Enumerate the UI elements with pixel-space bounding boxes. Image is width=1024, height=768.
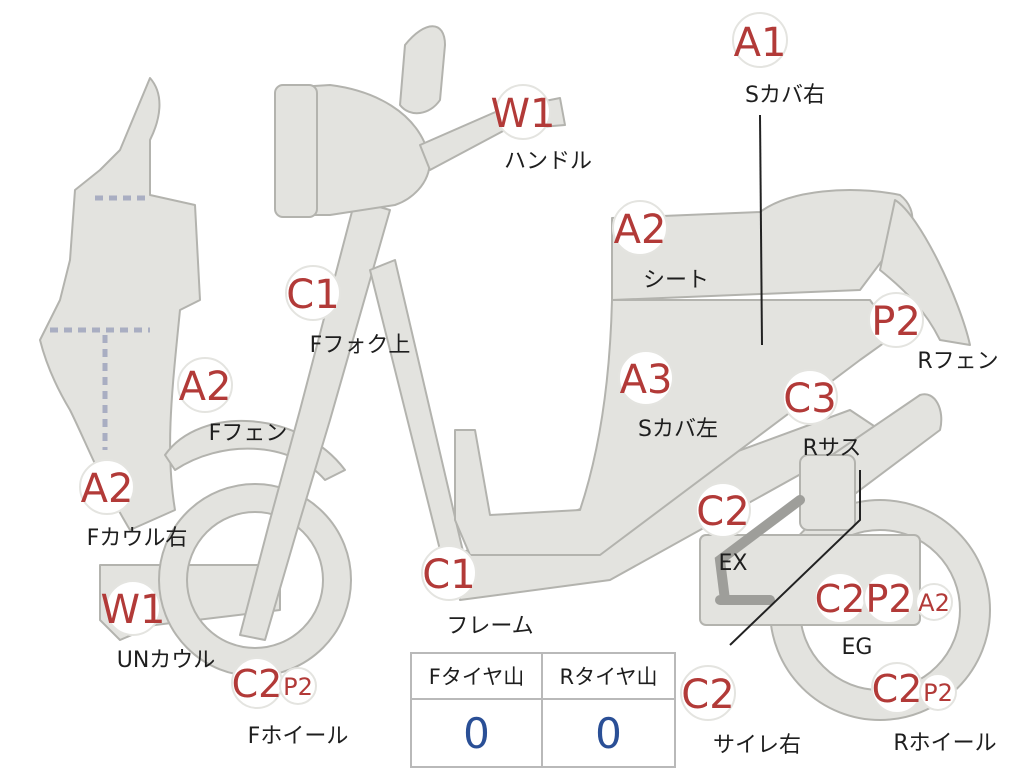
badge-c3-rsus[interactable]: C3 <box>782 369 838 425</box>
svg-text:P2: P2 <box>923 679 953 707</box>
badge-a3-cover-left[interactable]: A3 <box>618 350 674 406</box>
label-c2-fwheel: Fホイール <box>248 724 349 749</box>
badge-c2-silencer[interactable]: C2 <box>680 665 736 721</box>
svg-text:A2: A2 <box>179 364 232 410</box>
label-a2-ffender: Fフェン <box>209 421 288 446</box>
svg-text:A2: A2 <box>918 589 950 617</box>
leader-line <box>759 114 763 346</box>
label-a2-seat: シート <box>643 268 709 293</box>
svg-text:W1: W1 <box>101 587 166 633</box>
badge-p2-fwheel[interactable]: P2 <box>279 667 317 705</box>
front-tread-header: Fタイヤ山 <box>412 654 543 700</box>
badge-a2-seat[interactable]: A2 <box>612 200 668 256</box>
windscreen-shape <box>399 25 446 115</box>
badge-c1-fork[interactable]: C1 <box>285 265 341 321</box>
frame-down-tube-shape <box>369 259 466 571</box>
badge-a2-fcowl-right[interactable]: A2 <box>79 459 135 515</box>
svg-text:C2: C2 <box>681 672 734 718</box>
label-c1-frame: フレーム <box>446 614 533 639</box>
badge-c1-frame[interactable]: C1 <box>421 545 477 601</box>
svg-text:P2: P2 <box>283 673 313 701</box>
label-c3-rsus: Rサス <box>803 436 862 461</box>
svg-text:C1: C1 <box>286 272 339 318</box>
badge-a1-top[interactable]: A1 <box>732 12 788 68</box>
front-tread-value[interactable]: 0 <box>412 700 543 766</box>
svg-text:W1: W1 <box>491 91 556 137</box>
exhaust-pipe-shape <box>714 495 805 605</box>
label-w1-undercowl: UNカウル <box>117 648 216 673</box>
svg-text:C2: C2 <box>232 662 283 706</box>
label-c2-silencer: サイレ右 <box>713 733 801 758</box>
label-a1-top: Sカバ右 <box>745 83 825 108</box>
badge-p2-eg[interactable]: P2 <box>863 572 915 624</box>
badge-w1-undercowl[interactable]: W1 <box>101 580 166 636</box>
svg-text:A3: A3 <box>620 357 673 403</box>
label-c2-rwheel: Rホイール <box>893 731 996 756</box>
rear-fender-shape <box>879 199 971 346</box>
badge-c2-fwheel[interactable]: C2 <box>231 657 283 709</box>
svg-text:C3: C3 <box>783 376 836 422</box>
badge-c2-ex[interactable]: C2 <box>695 482 751 538</box>
leader-line <box>729 470 861 646</box>
svg-text:C2: C2 <box>696 489 749 535</box>
svg-text:P2: P2 <box>865 577 912 621</box>
label-c2-eg: EG <box>842 635 873 660</box>
svg-text:P2: P2 <box>871 299 921 345</box>
badge-a2-ffender[interactable]: A2 <box>177 357 233 413</box>
rear-suspension-shape <box>799 454 856 531</box>
svg-text:C1: C1 <box>422 552 475 598</box>
label-a3-cover-left: Sカバ左 <box>638 417 718 442</box>
side-cover-shape <box>454 299 896 556</box>
svg-text:C2: C2 <box>872 667 923 711</box>
svg-text:C2: C2 <box>815 577 866 621</box>
rear-tread-value[interactable]: 0 <box>595 708 622 758</box>
rear-tread-header: Rタイヤ山 <box>543 654 674 700</box>
tire-tread-table: Fタイヤ山 Rタイヤ山 0 0 <box>410 652 676 768</box>
label-w1-handle: ハンドル <box>504 149 592 174</box>
badge-a2-eg[interactable]: A2 <box>915 583 953 621</box>
badge-c2-rwheel[interactable]: C2 <box>871 662 923 714</box>
headlight-lens-shape <box>274 84 318 218</box>
part-callouts: A1 Sカバ右 W1 ハンドル A2 シート C1 Fフォク上 P2 Rフェン … <box>79 12 999 758</box>
label-c2-ex: EX <box>719 551 748 576</box>
svg-text:A2: A2 <box>614 207 667 253</box>
label-a2-fcowl-right: Fカウル右 <box>87 526 188 551</box>
badge-w1-handle[interactable]: W1 <box>491 84 556 140</box>
badge-p2-rfender[interactable]: P2 <box>868 292 924 348</box>
label-p2-rfender: Rフェン <box>917 349 998 374</box>
label-c1-fork: Fフォク上 <box>310 333 411 358</box>
badge-p2-rwheel[interactable]: P2 <box>919 673 957 711</box>
badge-c2-eg[interactable]: C2 <box>814 572 866 624</box>
svg-text:A2: A2 <box>81 466 134 512</box>
front-fork-shape <box>239 199 391 641</box>
svg-text:A1: A1 <box>734 20 787 66</box>
front-cowl-shape <box>39 77 201 531</box>
